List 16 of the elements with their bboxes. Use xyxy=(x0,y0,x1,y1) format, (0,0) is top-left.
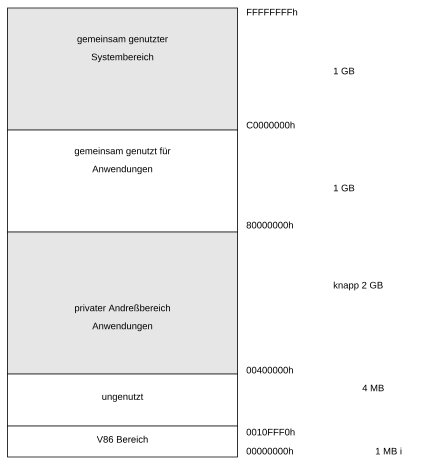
address-label: 1 GB xyxy=(334,184,354,192)
memory-region-box: V86 Bereich xyxy=(7,426,238,458)
address-label: 00400000h xyxy=(246,366,293,374)
address-label: 00000000h xyxy=(246,448,293,454)
memory-region-box: gemeinsam genutzter Systembereich xyxy=(7,8,238,130)
address-label: 0010FFF0h xyxy=(246,428,295,436)
address-label: knapp 2 GB xyxy=(334,282,383,290)
memory-region-box: privater Andreßbereich Anwendungen xyxy=(7,232,238,374)
address-label: C0000000h xyxy=(246,122,295,128)
address-label: 80000000h xyxy=(246,222,293,228)
memory-region-box: gemeinsam genutzt für Anwendungen xyxy=(7,130,238,232)
address-label: 1 GB xyxy=(334,68,354,74)
address-label: 4 MB xyxy=(362,384,384,392)
address-label: 1 MB i xyxy=(376,448,402,454)
memory-region-box: ungenutzt xyxy=(7,374,238,426)
address-label: FFFFFFFFh xyxy=(246,8,298,16)
